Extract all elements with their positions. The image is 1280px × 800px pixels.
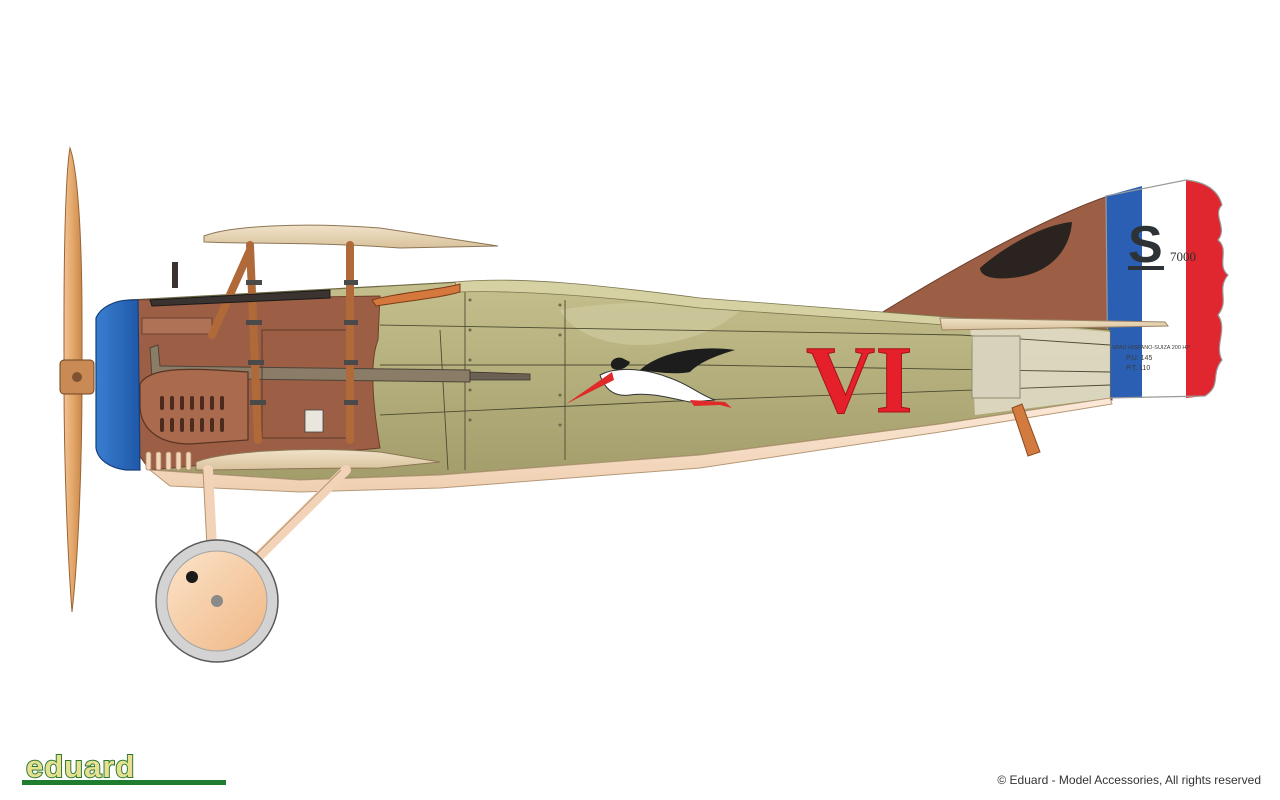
rudder-outline — [1105, 179, 1229, 399]
rivets — [468, 298, 562, 427]
rudder-white — [1142, 180, 1186, 398]
spinner-bolt — [72, 372, 82, 382]
fin-letter: S — [1128, 216, 1163, 274]
fuselage-number: VI — [806, 326, 913, 433]
radiator-grill — [141, 317, 213, 335]
eduard-logo-text: eduard — [26, 752, 135, 784]
cockpit-side-panel — [304, 409, 324, 433]
lower-wing — [195, 449, 441, 471]
tailplane — [939, 317, 1169, 331]
eduard-logo-underline — [22, 780, 226, 785]
stencil-line-2: P.U. 145 — [1126, 355, 1152, 362]
wheel-valve — [186, 571, 198, 583]
rudder-blue — [1106, 186, 1142, 398]
cockpit-coaming — [371, 283, 461, 307]
lower-cowl-vents — [145, 451, 192, 471]
copyright-notice: © Eduard - Model Accessories, All rights… — [997, 773, 1261, 787]
fin-serial: 7000 — [1170, 249, 1196, 264]
strut-fittings — [246, 280, 358, 405]
cowl-louvres — [160, 396, 224, 432]
fin-camo-blotch — [980, 222, 1072, 279]
cabane-struts — [208, 241, 354, 444]
rudder-red — [1186, 180, 1228, 398]
eduard-logo: eduard — [22, 752, 226, 785]
gun-sight — [172, 262, 178, 288]
machine-gun — [149, 289, 331, 307]
rear-access-panel — [971, 335, 1021, 399]
stencil-line-1: SPAD HISPANO-SUIZA 200 HP — [1112, 345, 1190, 351]
fuselage-belly — [148, 397, 1113, 493]
stencil-line-3: P.T. 110 — [1126, 365, 1150, 372]
engine-cowling — [95, 299, 141, 471]
stork-emblem — [566, 348, 735, 408]
gun-barrel — [469, 371, 531, 381]
wheel-hub — [211, 595, 223, 607]
camo-patch-light — [560, 302, 740, 345]
upper-wing — [203, 224, 499, 249]
tail-skid — [1011, 403, 1041, 457]
